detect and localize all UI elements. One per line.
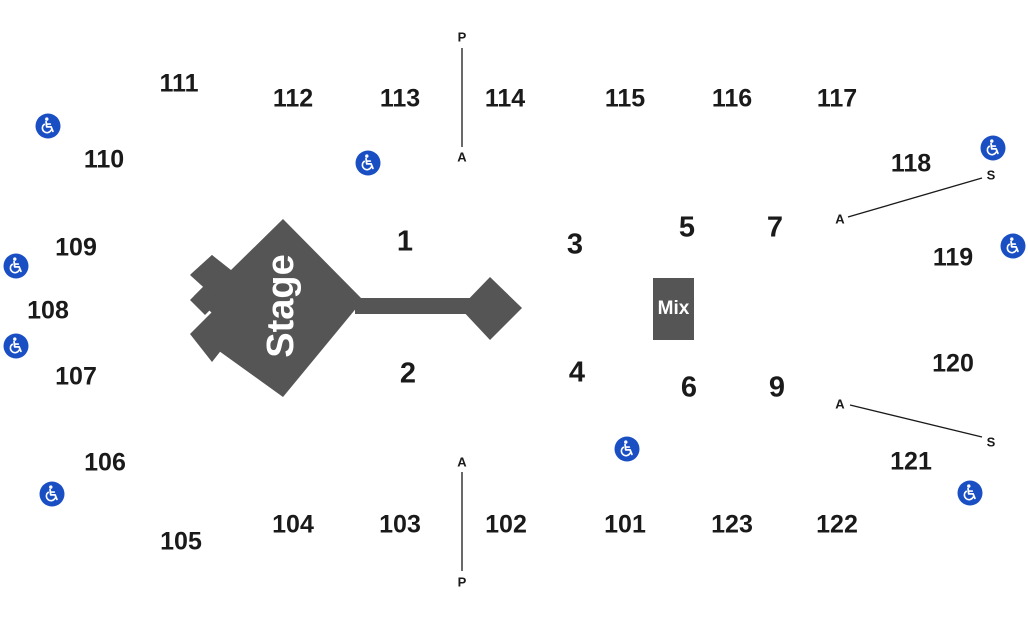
section-110[interactable]: 110 <box>83 145 125 174</box>
section-115[interactable]: 115 <box>604 84 646 113</box>
section-112[interactable]: 112 <box>272 84 314 113</box>
wheelchair-accessible-icon[interactable] <box>3 253 29 279</box>
marker-s-lower-right: S <box>986 434 996 450</box>
wheelchair-accessible-icon[interactable] <box>614 436 640 462</box>
section-122[interactable]: 122 <box>816 510 858 539</box>
mix-position: Mix <box>653 278 694 340</box>
wheelchair-accessible-icon[interactable] <box>39 481 65 507</box>
section-3[interactable]: 3 <box>566 228 584 261</box>
section-9[interactable]: 9 <box>768 371 786 404</box>
section-113[interactable]: 113 <box>379 84 421 113</box>
section-120[interactable]: 120 <box>932 349 974 378</box>
section-103[interactable]: 103 <box>379 510 421 539</box>
section-123[interactable]: 123 <box>711 510 753 539</box>
section-119[interactable]: 119 <box>932 243 974 272</box>
wheelchair-accessible-icon[interactable] <box>1000 233 1026 259</box>
section-4[interactable]: 4 <box>568 356 586 389</box>
marker-p-top: P <box>457 29 467 45</box>
wheelchair-accessible-icon[interactable] <box>35 113 61 139</box>
wheelchair-accessible-icon[interactable] <box>980 135 1006 161</box>
marker-a-lower-right: A <box>835 396 845 412</box>
stage-label: Stage <box>260 254 302 358</box>
aisle-lines <box>461 48 983 571</box>
section-117[interactable]: 117 <box>816 84 858 113</box>
wheelchair-accessible-icon[interactable] <box>957 480 983 506</box>
section-116[interactable]: 116 <box>711 84 753 113</box>
section-2[interactable]: 2 <box>399 357 417 390</box>
section-111[interactable]: 111 <box>159 69 199 98</box>
section-102[interactable]: 102 <box>485 510 527 539</box>
section-5[interactable]: 5 <box>678 211 696 244</box>
section-104[interactable]: 104 <box>272 510 314 539</box>
section-121[interactable]: 121 <box>890 447 932 476</box>
section-6[interactable]: 6 <box>680 371 698 404</box>
section-105[interactable]: 105 <box>160 527 202 556</box>
section-109[interactable]: 109 <box>55 233 97 262</box>
marker-p-bottom: P <box>457 574 467 590</box>
section-1[interactable]: 1 <box>396 225 414 258</box>
section-108[interactable]: 108 <box>27 296 69 325</box>
marker-a-upper-right: A <box>835 211 845 227</box>
wheelchair-accessible-icon[interactable] <box>3 333 29 359</box>
section-7[interactable]: 7 <box>766 211 784 244</box>
section-101[interactable]: 101 <box>604 510 646 539</box>
mix-label: Mix <box>657 298 690 319</box>
marker-a-top: A <box>457 149 467 165</box>
section-107[interactable]: 107 <box>55 362 97 391</box>
marker-s-upper-right: S <box>986 167 996 183</box>
section-118[interactable]: 118 <box>890 149 932 178</box>
section-114[interactable]: 114 <box>484 84 526 113</box>
wheelchair-accessible-icon[interactable] <box>355 150 381 176</box>
section-106[interactable]: 106 <box>84 448 126 477</box>
marker-a-bottom: A <box>457 454 467 470</box>
stage-shape <box>190 219 522 397</box>
